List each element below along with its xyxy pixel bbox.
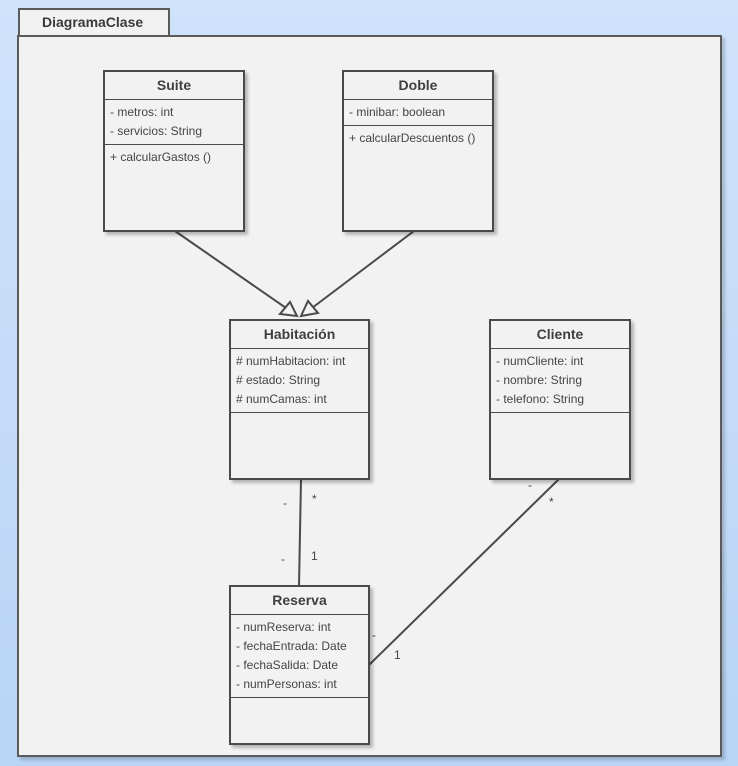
association-habitacion-reserva[interactable] (298, 478, 302, 587)
attribute: - fechaSalida: Date (236, 658, 339, 672)
cliente-end-multiplicity: * (549, 495, 554, 509)
reserva-cliente-multiplicity: 1 (394, 648, 401, 662)
class-reserva-name: Reserva (231, 587, 368, 615)
attribute: - metros: int (110, 105, 174, 119)
class-reserva-attributes: - numReserva: int - fechaEntrada: Date -… (231, 615, 368, 698)
package-name: DiagramaClase (42, 14, 144, 30)
reserva-cliente-role: - (372, 628, 376, 642)
attribute: - numCliente: int (496, 354, 584, 368)
association-cliente-reserva[interactable] (368, 478, 560, 666)
class-habitacion-operations (231, 413, 368, 419)
attribute: - telefono: String (496, 392, 585, 406)
attribute: - servicios: String (110, 124, 203, 138)
generalization-suite-line[interactable] (174, 230, 287, 309)
class-doble-operations: + calcularDescuentos () (344, 126, 492, 151)
class-cliente-attributes: - numCliente: int - nombre: String - tel… (491, 349, 629, 413)
package-tab[interactable]: DiagramaClase (18, 8, 170, 35)
attribute: - fechaEntrada: Date (236, 639, 347, 653)
class-suite-name: Suite (105, 72, 243, 100)
attribute: - numReserva: int (236, 620, 331, 634)
class-cliente-operations (491, 413, 629, 419)
generalization-doble-line[interactable] (311, 230, 415, 309)
class-suite-operations: + calcularGastos () (105, 145, 243, 170)
class-cliente-name: Cliente (491, 321, 629, 349)
class-doble-name: Doble (344, 72, 492, 100)
habitacion-end-multiplicity: * (312, 492, 317, 506)
attribute: - minibar: boolean (349, 105, 446, 119)
class-suite[interactable]: Suite - metros: int - servicios: String … (103, 70, 245, 232)
class-habitacion-name: Habitación (231, 321, 368, 349)
operation: + calcularDescuentos () (349, 131, 476, 145)
cliente-end-role: - (528, 478, 532, 492)
reserva-end-multiplicity: 1 (311, 549, 318, 563)
generalization-doble-arrowhead (299, 299, 320, 318)
reserva-end-role: - (281, 552, 285, 566)
class-doble-attributes: - minibar: boolean (344, 100, 492, 126)
attribute: - numPersonas: int (236, 677, 337, 691)
attribute: # numCamas: int (236, 392, 327, 406)
generalization-suite-arrowhead (278, 300, 299, 318)
class-cliente[interactable]: Cliente - numCliente: int - nombre: Stri… (489, 319, 631, 480)
class-habitacion[interactable]: Habitación # numHabitacion: int # estado… (229, 319, 370, 480)
attribute: - nombre: String (496, 373, 583, 387)
class-habitacion-attributes: # numHabitacion: int # estado: String # … (231, 349, 368, 413)
class-reserva[interactable]: Reserva - numReserva: int - fechaEntrada… (229, 585, 370, 745)
class-doble[interactable]: Doble - minibar: boolean + calcularDescu… (342, 70, 494, 232)
operation: + calcularGastos () (110, 150, 212, 164)
habitacion-end-role: - (283, 496, 287, 510)
attribute: # estado: String (236, 373, 321, 387)
attribute: # numHabitacion: int (236, 354, 346, 368)
class-reserva-operations (231, 698, 368, 704)
class-suite-attributes: - metros: int - servicios: String (105, 100, 243, 145)
